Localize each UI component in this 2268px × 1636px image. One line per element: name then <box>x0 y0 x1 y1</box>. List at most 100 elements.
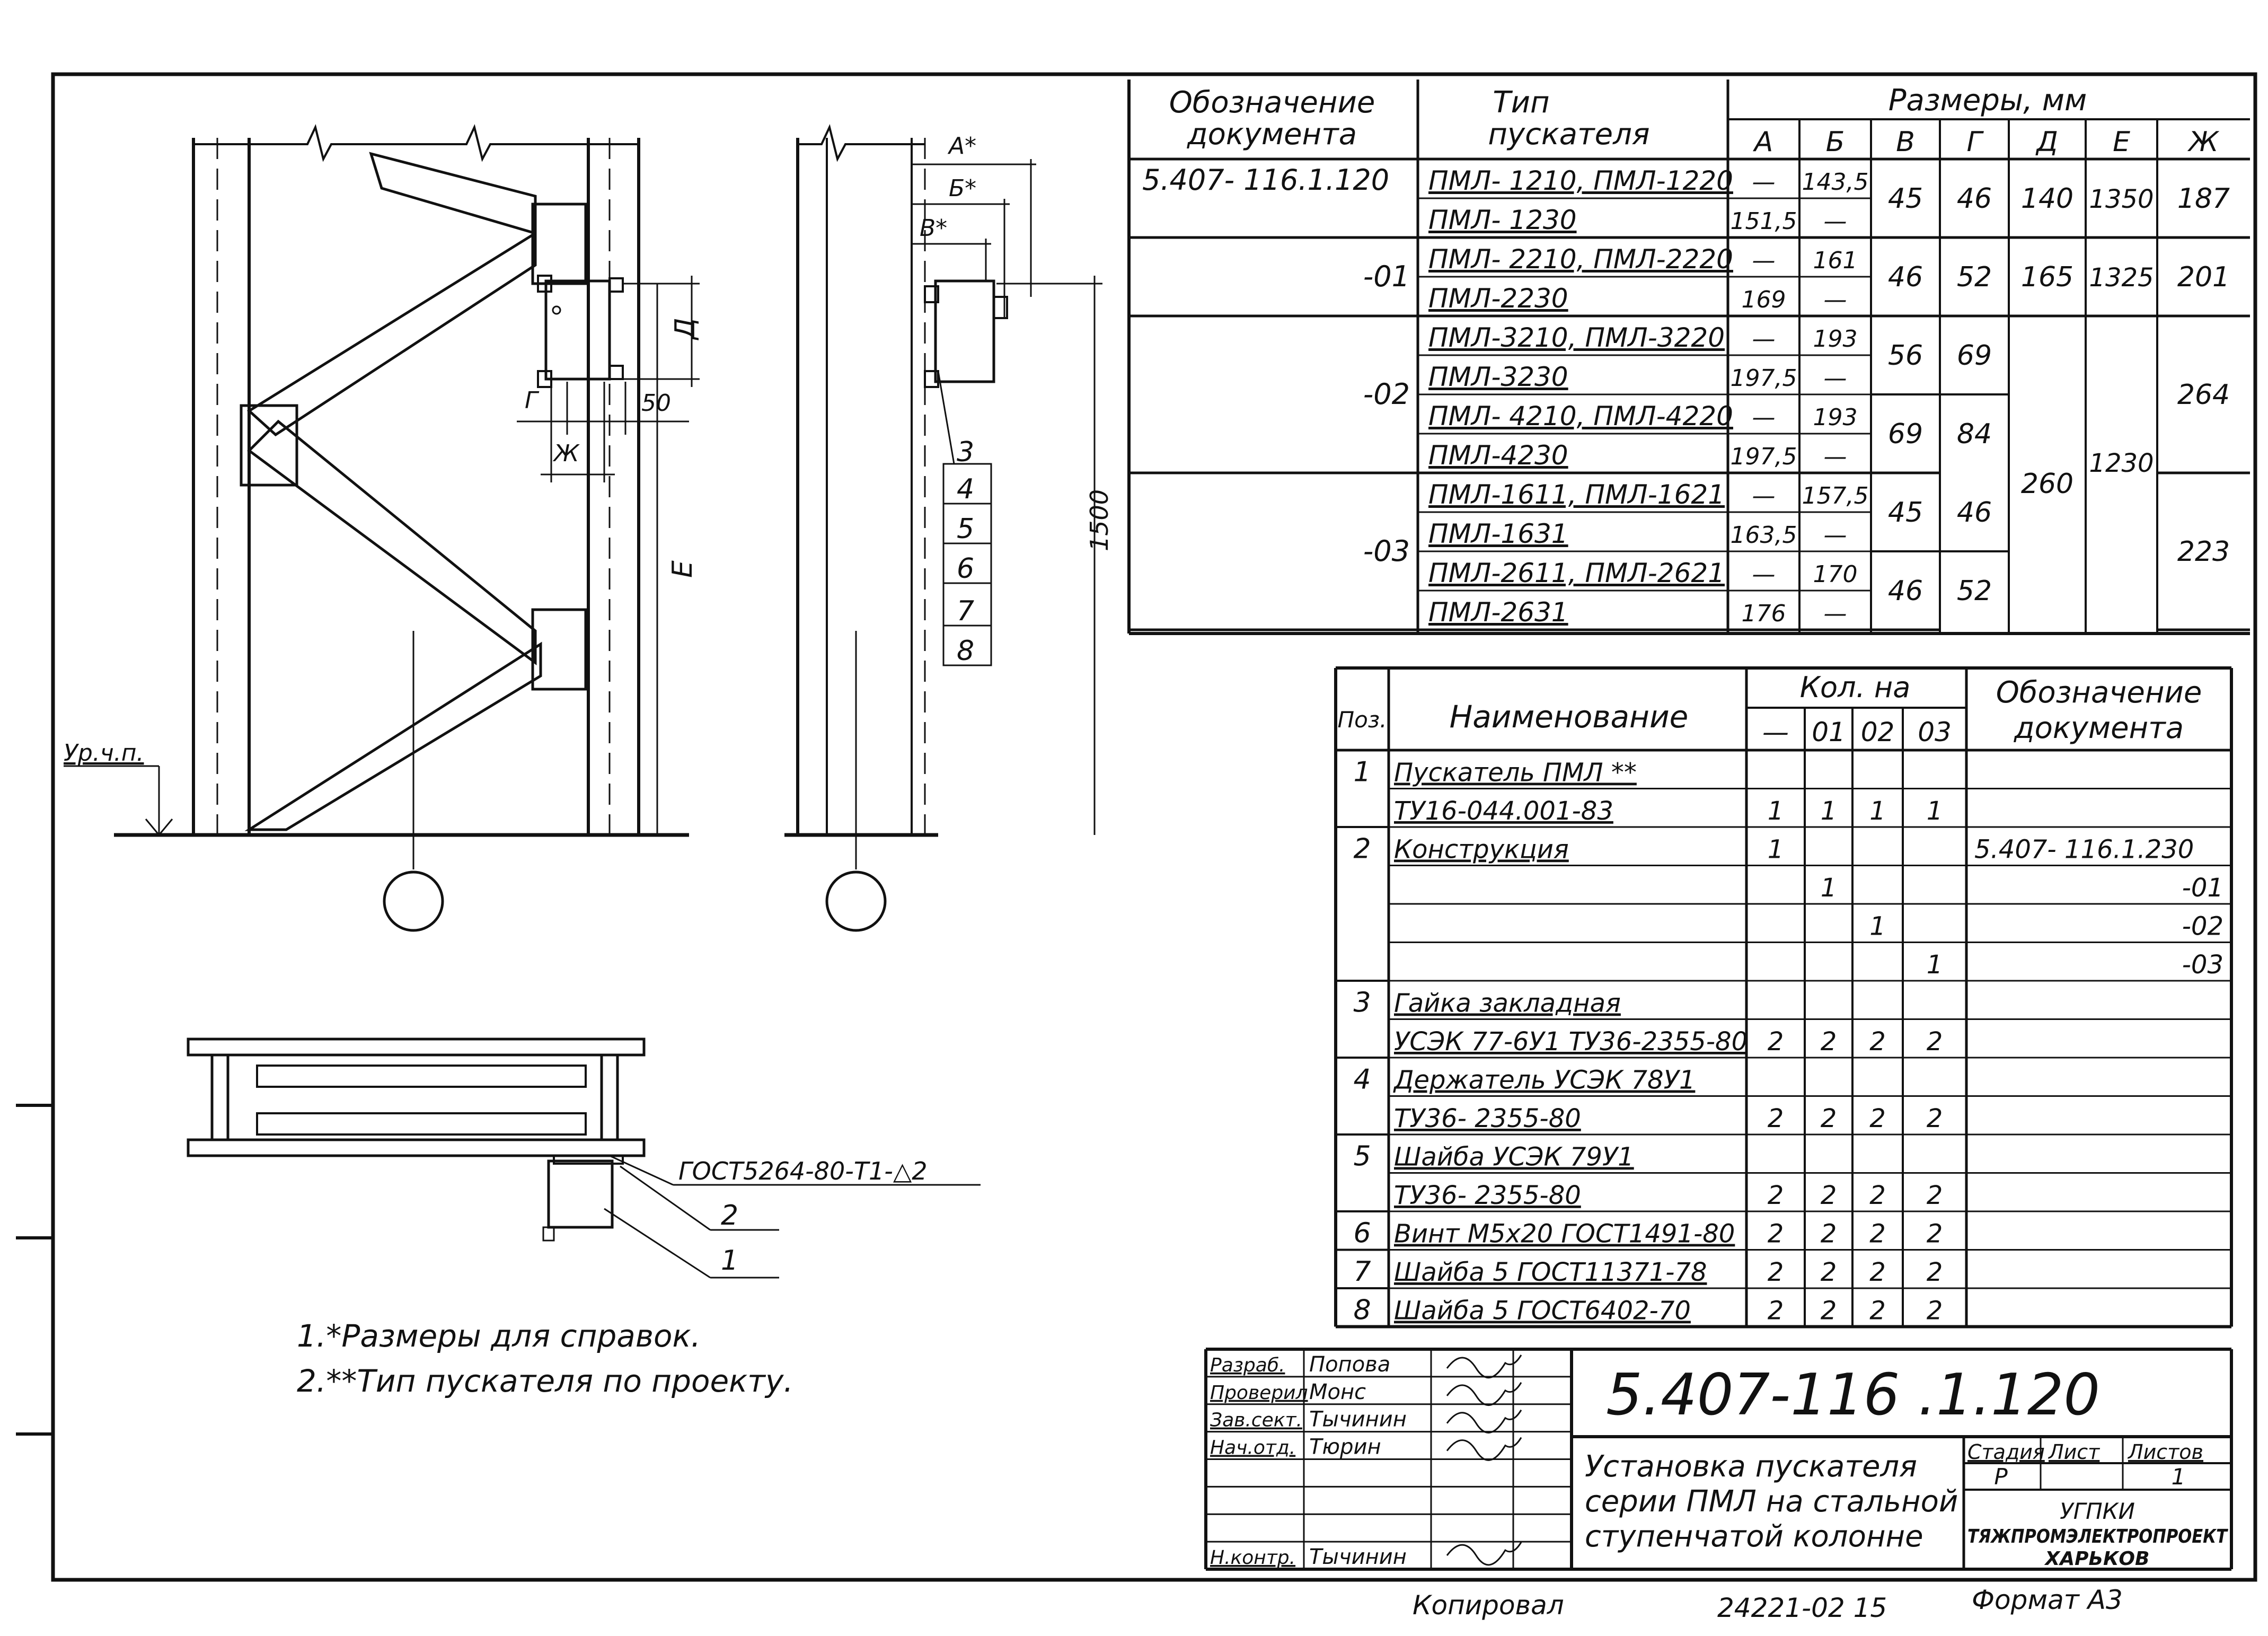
size-b-cell: 193 <box>1813 326 1858 353</box>
signature-icon <box>1446 1542 1522 1566</box>
spec-qty-cell: 2 <box>1869 1219 1886 1249</box>
size-type-cell: ПМЛ-2611, ПМЛ-2621 <box>1428 558 1725 588</box>
dim-d-label: Д <box>669 318 701 340</box>
spec-pos-cell: 5 <box>1353 1141 1371 1173</box>
size-header-type: Тип <box>1493 85 1549 120</box>
sheet-frame <box>16 72 2257 1582</box>
spec-header-pos: Поз. <box>1338 707 1387 733</box>
size-v-cell: 46 <box>1888 261 1923 293</box>
spec-pos-cell: 8 <box>1353 1295 1371 1326</box>
size-type-cell: ПМЛ- 2210, ПМЛ-2220 <box>1428 244 1733 275</box>
dim-zh-label: Ж <box>552 440 580 467</box>
size-v-cell: 56 <box>1888 340 1923 372</box>
spec-qty-cell: 2 <box>1927 1104 1943 1133</box>
dim-50-label: 50 <box>641 390 671 417</box>
spec-name-cell: Шайба 5 ГОСТ11371-78 <box>1394 1257 1707 1287</box>
spec-pos-cell: 2 <box>1353 833 1371 865</box>
size-b-cell: — <box>1824 443 1847 470</box>
size-b-cell: — <box>1824 365 1847 392</box>
size-a-cell: 169 <box>1742 286 1786 313</box>
dim-1500-label: 1500 <box>1085 489 1114 551</box>
spec-pos-cell: 1 <box>1353 757 1371 788</box>
size-col-header: Г <box>1967 126 1984 158</box>
spec-qty-cell: 2 <box>1768 1181 1784 1210</box>
spec-qty-cell: 2 <box>1821 1181 1837 1210</box>
notes: 1.*Размеры для справок. 2.**Тип пускател… <box>297 1318 793 1399</box>
size-table: ОбозначениедокументаТиппускателяРазмеры,… <box>1127 80 2250 635</box>
spec-qty-cell: 2 <box>1927 1296 1943 1326</box>
size-a-cell: — <box>1752 326 1776 353</box>
title-name-cell: Попова <box>1309 1352 1390 1377</box>
size-zh-cell: 201 <box>2177 261 2230 293</box>
spec-qty-cell: 2 <box>1821 1027 1837 1057</box>
title-role-cell: Разраб. <box>1210 1354 1285 1376</box>
org-line: ТЯЖПРОМЭЛЕКТРОПРОЕКТ <box>1967 1526 2228 1547</box>
size-g-cell: 46 <box>1957 183 1992 215</box>
section-callout-2: 2 <box>721 1200 738 1232</box>
title-role-cell: Нач.отд. <box>1210 1437 1295 1459</box>
spec-qty-cell: 1 <box>1821 796 1837 826</box>
spec-qty-cell: 2 <box>1927 1219 1943 1249</box>
size-a-cell: — <box>1752 482 1776 509</box>
spec-header-qty: Кол. на <box>1800 671 1911 704</box>
footer-number: 24221-02 15 <box>1717 1593 1887 1623</box>
spec-pos-cell: 7 <box>1353 1256 1371 1288</box>
spec-qty-cell: 2 <box>1768 1296 1784 1326</box>
size-col-header: А <box>1753 126 1773 158</box>
size-e-cell: 1325 <box>2089 263 2154 293</box>
leader-5: 5 <box>957 513 974 545</box>
spec-name-cell: Гайка закладная <box>1394 989 1621 1018</box>
size-a-cell: 197,5 <box>1731 365 1797 392</box>
size-a-cell: 151,5 <box>1731 208 1797 235</box>
sheet-label: Лист <box>2048 1440 2101 1464</box>
note-2: 2.**Тип пускателя по проекту. <box>297 1363 793 1399</box>
size-header-sizes: Размеры, мм <box>1888 83 2087 118</box>
spec-pos-cell: 4 <box>1353 1064 1371 1096</box>
elevation-view-side: А* Б* В* 1500 3 4 5 6 7 8 <box>784 124 1114 932</box>
signature-icon <box>1446 1354 1522 1379</box>
size-type-cell: ПМЛ-1631 <box>1428 518 1568 549</box>
size-type-cell: ПМЛ- 1210, ПМЛ-1220 <box>1428 165 1733 196</box>
size-a-cell: — <box>1752 247 1776 274</box>
size-type-cell: ПМЛ- 4210, ПМЛ-4220 <box>1428 401 1733 432</box>
leader-4: 4 <box>957 473 974 505</box>
size-zh-cell: 264 <box>2177 379 2230 411</box>
title-name-cell: Тычинин <box>1309 1545 1407 1569</box>
leader-3: 3 <box>957 436 974 468</box>
spec-qty-cell: 2 <box>1869 1027 1886 1057</box>
size-header-doc: документа <box>1187 117 1357 152</box>
spec-qty-cell: 1 <box>1768 796 1784 826</box>
size-doc-label: -02 <box>1363 377 1410 411</box>
footer: Копировал 24221-02 15 Формат А3 <box>1413 1585 2123 1623</box>
spec-name-cell: ТУ36- 2355-80 <box>1394 1104 1581 1133</box>
size-col-header: Б <box>1826 126 1845 158</box>
size-b-cell: 157,5 <box>1802 482 1869 509</box>
size-header-type: пускателя <box>1488 117 1649 152</box>
dim-b-label: Б* <box>949 175 976 202</box>
leader-7: 7 <box>957 595 974 627</box>
spec-qty-cell: 2 <box>1768 1257 1784 1287</box>
size-b-cell: — <box>1824 208 1847 235</box>
dim-v-label: В* <box>920 215 947 242</box>
spec-name-cell: Пускатель ПМЛ ** <box>1394 758 1637 788</box>
size-v-cell: 69 <box>1888 418 1923 450</box>
spec-qty-col: — <box>1762 717 1789 747</box>
size-zh-cell: 223 <box>2177 536 2230 568</box>
spec-header-doc: документа <box>2014 711 2184 745</box>
spec-qty-cell: 2 <box>1821 1257 1837 1287</box>
size-doc-label: -03 <box>1363 534 1410 568</box>
spec-name-cell: Держатель УСЭК 78У1 <box>1393 1066 1695 1095</box>
title-role-cell: Н.контр. <box>1210 1547 1295 1569</box>
spec-qty-cell: 2 <box>1927 1181 1943 1210</box>
dim-g-label: Г <box>525 387 540 414</box>
size-a-cell: 176 <box>1742 600 1786 627</box>
title-name-cell: Тюрин <box>1309 1435 1381 1459</box>
size-col-header: Е <box>2113 126 2130 158</box>
spec-name-cell: Конструкция <box>1394 835 1569 865</box>
note-1: 1.*Размеры для справок. <box>297 1318 701 1354</box>
size-a-cell: 197,5 <box>1731 443 1797 470</box>
spec-doc-cell: -01 <box>2182 873 2223 903</box>
signature-icon <box>1446 1382 1522 1406</box>
